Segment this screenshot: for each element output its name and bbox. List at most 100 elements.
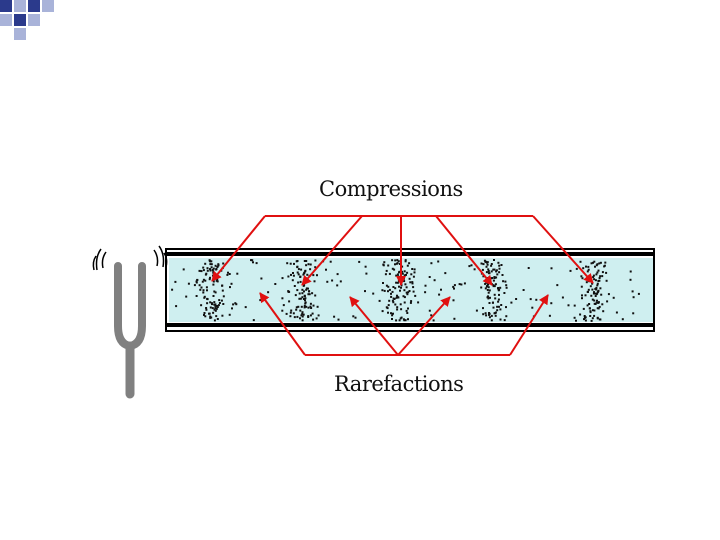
air-particle bbox=[498, 267, 501, 270]
air-particle bbox=[631, 290, 634, 293]
air-particle bbox=[596, 307, 599, 310]
air-particle bbox=[595, 293, 598, 296]
air-particle bbox=[606, 300, 609, 303]
air-particle bbox=[504, 280, 507, 283]
air-particle bbox=[206, 289, 208, 292]
air-particle bbox=[294, 294, 297, 297]
air-particle bbox=[591, 309, 594, 312]
air-particle bbox=[396, 273, 399, 276]
air-particle bbox=[290, 273, 292, 276]
air-particle bbox=[297, 268, 300, 271]
air-particle bbox=[496, 309, 499, 312]
air-particle bbox=[581, 297, 583, 300]
air-particle bbox=[210, 263, 213, 266]
air-particle bbox=[209, 306, 212, 309]
air-particle bbox=[588, 307, 591, 310]
air-particle bbox=[596, 282, 599, 285]
air-particle bbox=[289, 311, 292, 314]
air-particle bbox=[444, 272, 447, 275]
air-particle bbox=[487, 286, 490, 289]
air-particle bbox=[586, 290, 589, 293]
air-particle bbox=[281, 309, 284, 312]
air-particle bbox=[593, 302, 596, 305]
air-particle bbox=[405, 286, 408, 289]
air-particle bbox=[302, 273, 305, 276]
vibration-marks-left bbox=[92, 248, 107, 271]
air-particle bbox=[232, 303, 235, 306]
air-particle bbox=[204, 273, 207, 276]
air-particle bbox=[396, 308, 399, 311]
air-particle bbox=[296, 265, 299, 268]
air-particle bbox=[497, 289, 500, 292]
air-particle bbox=[229, 286, 231, 289]
air-particle bbox=[295, 306, 298, 309]
air-particle bbox=[205, 286, 208, 289]
air-particle bbox=[593, 309, 596, 312]
air-particle bbox=[214, 309, 217, 312]
air-particle bbox=[220, 299, 223, 302]
air-particle bbox=[298, 297, 301, 300]
air-particle bbox=[236, 272, 239, 275]
air-particle bbox=[494, 297, 497, 300]
air-particle bbox=[198, 269, 201, 272]
air-particle bbox=[491, 277, 494, 279]
air-particle bbox=[404, 283, 407, 286]
corner-square-1 bbox=[0, 0, 12, 12]
air-particle bbox=[312, 274, 315, 277]
air-particle bbox=[493, 259, 495, 261]
air-particle bbox=[396, 294, 398, 297]
air-particle bbox=[591, 288, 594, 291]
air-particle bbox=[209, 263, 212, 266]
air-particle bbox=[502, 280, 505, 283]
air-particle bbox=[391, 318, 393, 320]
air-particle bbox=[485, 285, 488, 288]
air-particle bbox=[202, 278, 205, 281]
air-particle bbox=[575, 319, 577, 322]
air-particle bbox=[573, 316, 576, 319]
air-particle bbox=[305, 287, 308, 290]
air-particle bbox=[218, 302, 221, 304]
air-particle bbox=[490, 263, 493, 265]
air-particle bbox=[384, 273, 387, 276]
air-particle bbox=[556, 284, 559, 287]
air-particle bbox=[527, 267, 530, 269]
air-particle bbox=[387, 290, 389, 293]
air-particle bbox=[312, 304, 315, 307]
air-particle bbox=[211, 307, 214, 310]
air-particle bbox=[244, 306, 247, 309]
air-particle bbox=[411, 282, 414, 285]
air-particle bbox=[428, 309, 431, 312]
vibration-marks-right bbox=[153, 245, 168, 268]
air-particle bbox=[596, 299, 598, 302]
air-particle bbox=[629, 270, 632, 273]
air-particle bbox=[595, 286, 598, 289]
air-particle bbox=[299, 297, 302, 300]
air-particle bbox=[594, 295, 597, 297]
air-particle bbox=[396, 306, 399, 309]
air-particle bbox=[306, 273, 309, 276]
air-particle bbox=[296, 315, 299, 318]
air-particle bbox=[400, 316, 403, 319]
air-particle bbox=[499, 318, 502, 321]
air-particle bbox=[391, 314, 394, 317]
air-particle bbox=[567, 304, 570, 307]
air-particle bbox=[393, 268, 396, 271]
air-particle bbox=[438, 293, 441, 296]
corner-square-6 bbox=[14, 14, 26, 26]
air-particle bbox=[503, 319, 506, 322]
air-particle bbox=[302, 313, 305, 316]
air-particle bbox=[583, 316, 586, 319]
air-particle bbox=[391, 259, 394, 262]
air-particle bbox=[213, 319, 216, 322]
air-particle bbox=[401, 265, 404, 268]
air-particle bbox=[385, 284, 388, 287]
air-particle bbox=[304, 297, 307, 300]
air-particle bbox=[204, 315, 207, 318]
air-particle bbox=[460, 283, 463, 286]
tube-top-wall bbox=[167, 252, 653, 256]
air-particle bbox=[581, 277, 584, 280]
air-particle bbox=[187, 282, 190, 285]
air-particle bbox=[595, 288, 598, 291]
air-particle bbox=[396, 262, 399, 265]
air-particle bbox=[591, 298, 594, 301]
